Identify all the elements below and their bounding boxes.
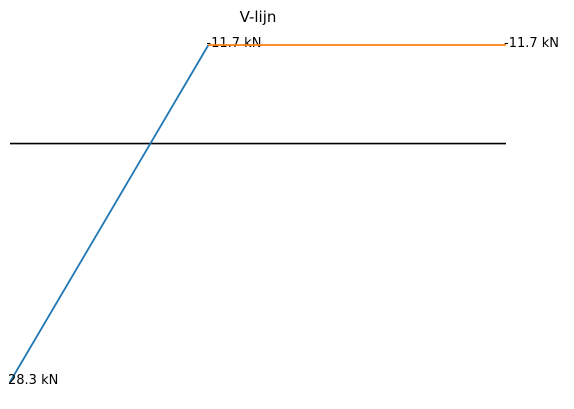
data-label: -11.7 kN [206, 36, 261, 51]
data-label: 28.3 kN [8, 373, 58, 388]
series-line-1 [9, 44, 210, 383]
data-label: -11.7 kN [504, 36, 559, 51]
chart-title: V-lijn [240, 8, 277, 26]
